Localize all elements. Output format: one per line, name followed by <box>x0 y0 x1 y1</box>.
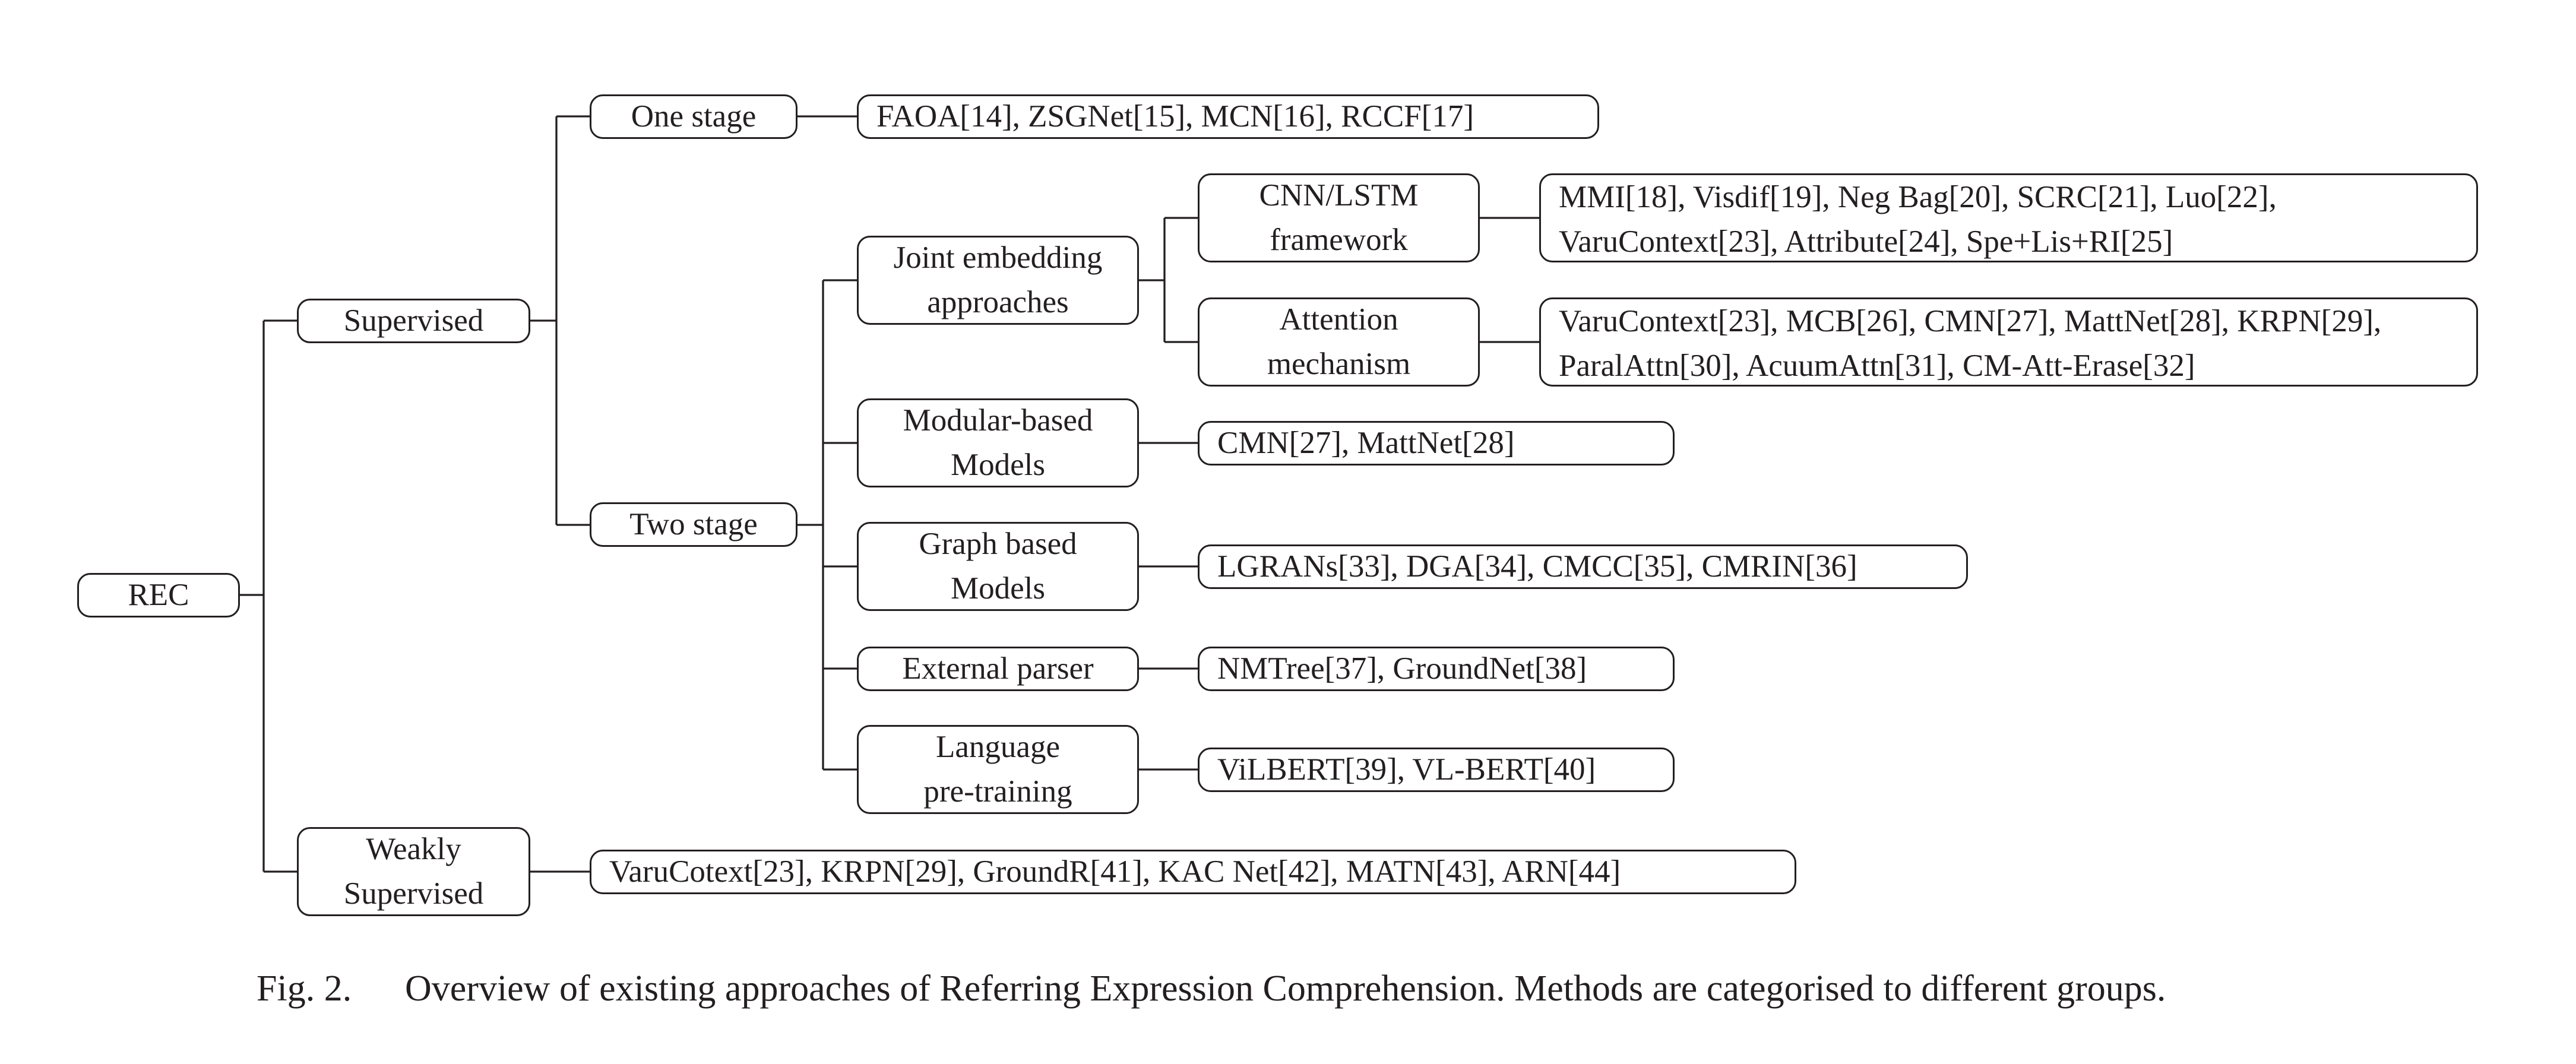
methods-cnn-lstm-line2: VaruContext[23], Attribute[24], Spe+Lis+… <box>1559 224 2173 259</box>
node-cnn-lstm-line2: framework <box>1270 223 1408 257</box>
node-weakly-supervised: Weakly Supervised <box>297 827 530 916</box>
node-joint-embedding-line1: Joint embedding <box>893 240 1103 275</box>
methods-weakly: VaruCotext[23], KRPN[29], GroundR[41], K… <box>590 850 1796 894</box>
node-pretraining-line1: Language <box>936 730 1060 764</box>
node-graph-line2: Models <box>951 571 1045 606</box>
methods-pretraining-text: ViLBERT[39], VL-BERT[40] <box>1217 752 1596 787</box>
methods-modular-text: CMN[27], MattNet[28] <box>1217 426 1515 460</box>
node-modular-line2: Models <box>951 448 1045 482</box>
node-pretraining-line2: pre-training <box>923 774 1072 809</box>
figure-caption-text: Overview of existing approaches of Refer… <box>405 968 2166 1009</box>
node-attention-mechanism: Attention mechanism <box>1198 297 1480 387</box>
node-one-stage-label: One stage <box>631 99 757 134</box>
methods-one-stage: FAOA[14], ZSGNet[15], MCN[16], RCCF[17] <box>857 94 1599 139</box>
methods-modular: CMN[27], MattNet[28] <box>1198 421 1675 466</box>
node-joint-embedding-line2: approaches <box>927 285 1069 319</box>
node-cnn-lstm: CNN/LSTM framework <box>1198 173 1480 262</box>
figure-label: Fig. 2. <box>257 968 352 1009</box>
node-supervised-label: Supervised <box>343 303 484 338</box>
node-weakly-label-line1: Weakly <box>366 832 461 866</box>
node-rec: REC <box>77 573 240 618</box>
methods-pretraining: ViLBERT[39], VL-BERT[40] <box>1198 748 1675 792</box>
methods-weakly-text: VaruCotext[23], KRPN[29], GroundR[41], K… <box>609 854 1621 889</box>
node-modular-models: Modular-based Models <box>857 398 1139 487</box>
node-two-stage-label: Two stage <box>629 507 758 542</box>
node-two-stage: Two stage <box>590 502 798 547</box>
methods-cnn-lstm: MMI[18], Visdif[19], Neg Bag[20], SCRC[2… <box>1539 173 2478 262</box>
node-parser-label: External parser <box>902 651 1094 686</box>
methods-parser: NMTree[37], GroundNet[38] <box>1198 647 1675 691</box>
node-supervised: Supervised <box>297 299 530 343</box>
node-attention-line1: Attention <box>1279 302 1398 337</box>
node-modular-line1: Modular-based <box>903 403 1093 438</box>
node-graph-models: Graph based Models <box>857 522 1139 611</box>
figure-caption: Fig. 2. Overview of existing approaches o… <box>257 968 2166 1010</box>
node-external-parser: External parser <box>857 647 1139 691</box>
methods-parser-text: NMTree[37], GroundNet[38] <box>1217 651 1587 686</box>
methods-attention-line2: ParalAttn[30], AcuumAttn[31], CM-Att-Era… <box>1559 349 2195 383</box>
node-weakly-label-line2: Supervised <box>343 876 484 911</box>
node-joint-embedding: Joint embedding approaches <box>857 236 1139 325</box>
methods-cnn-lstm-line1: MMI[18], Visdif[19], Neg Bag[20], SCRC[2… <box>1559 180 2277 214</box>
methods-graph-text: LGRANs[33], DGA[34], CMCC[35], CMRIN[36] <box>1217 549 1857 584</box>
node-rec-label: REC <box>128 578 189 612</box>
node-cnn-lstm-line1: CNN/LSTM <box>1259 178 1419 213</box>
methods-attention-line1: VaruContext[23], MCB[26], CMN[27], MattN… <box>1559 304 2382 338</box>
methods-attention: VaruContext[23], MCB[26], CMN[27], MattN… <box>1539 297 2478 387</box>
methods-graph: LGRANs[33], DGA[34], CMCC[35], CMRIN[36] <box>1198 544 1968 589</box>
node-one-stage: One stage <box>590 94 798 139</box>
methods-one-stage-text: FAOA[14], ZSGNet[15], MCN[16], RCCF[17] <box>876 99 1474 134</box>
node-graph-line1: Graph based <box>919 527 1077 561</box>
node-language-pretraining: Language pre-training <box>857 725 1139 814</box>
node-attention-line2: mechanism <box>1267 347 1411 381</box>
